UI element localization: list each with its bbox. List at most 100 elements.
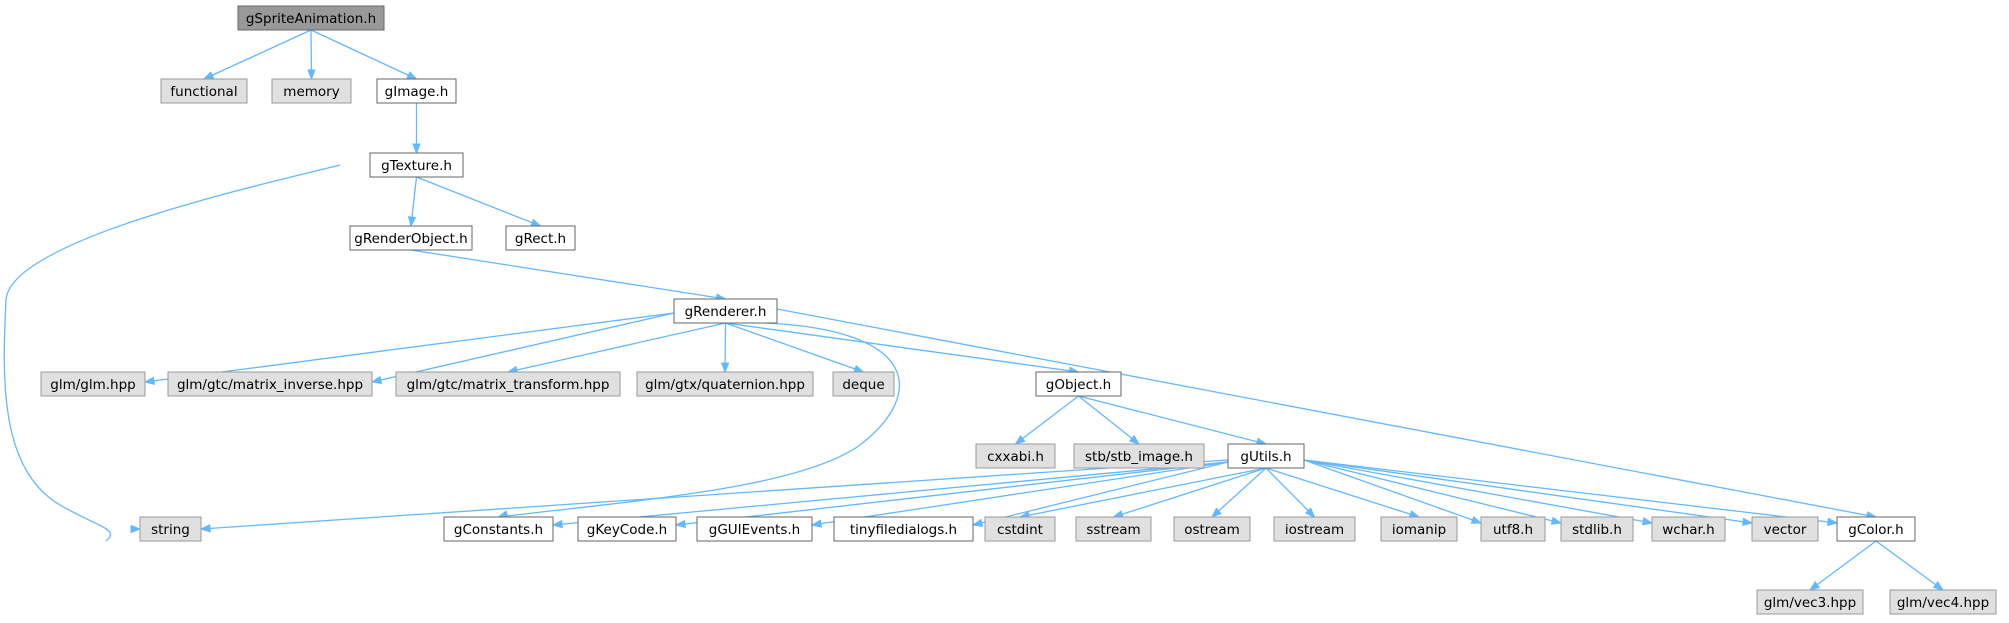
node-label: gRect.h <box>515 231 566 247</box>
edge-gutils-h-to-gconstants-h <box>551 461 1229 529</box>
node-utf8-h: utf8.h <box>1480 516 1546 542</box>
node-label: gRenderer.h <box>685 304 767 320</box>
edge-gutils-h-to-utf8-h <box>1303 459 1483 524</box>
node-gconstants-h[interactable]: gConstants.h <box>443 516 554 542</box>
node-box <box>1075 516 1152 542</box>
node-box <box>1073 443 1205 469</box>
node-box <box>975 443 1056 469</box>
node-glm-glm-hpp: glm/glm.hpp <box>40 371 146 397</box>
node-box <box>167 371 373 397</box>
node-label: iomanip <box>1392 522 1446 538</box>
node-box <box>349 225 473 251</box>
edge-gimage-h-to-gtexture-h <box>412 103 421 155</box>
node-grenderobject-h[interactable]: gRenderObject.h <box>349 225 473 251</box>
node-gobject-h[interactable]: gObject.h <box>1035 371 1122 397</box>
node-label: deque <box>842 377 884 393</box>
edge-gobject-h-to-gutils-h <box>1078 395 1268 446</box>
node-box <box>369 152 464 178</box>
node-iostream: iostream <box>1273 516 1356 542</box>
node-box <box>443 516 554 542</box>
edge-gspriteanimation-h-to-gimage-h <box>310 29 418 80</box>
node-glm-gtc-matrix-inverse-hpp: glm/gtc/matrix_inverse.hpp <box>167 371 373 397</box>
node-gspriteanimation-h[interactable]: gSpriteAnimation.h <box>237 5 385 31</box>
node-box <box>1227 443 1305 469</box>
node-label: gRenderObject.h <box>354 231 467 247</box>
node-label: ostream <box>1184 522 1240 538</box>
edge-grenderobject-h-to-grenderer-h <box>410 249 727 302</box>
node-gcolor-h[interactable]: gColor.h <box>1836 516 1916 542</box>
node-label: gConstants.h <box>454 522 543 538</box>
node-grenderer-h[interactable]: gRenderer.h <box>673 298 778 324</box>
node-gkeycode-h[interactable]: gKeyCode.h <box>577 516 677 542</box>
node-wchar-h: wchar.h <box>1651 516 1726 542</box>
node-glm-gtx-quaternion-hpp: glm/gtx/quaternion.hpp <box>636 371 814 397</box>
edge-grenderer-h-to-glm-glm-hpp <box>143 312 675 385</box>
node-box <box>673 298 778 324</box>
edge-layer <box>3 29 1945 591</box>
node-label: utf8.h <box>1493 522 1533 538</box>
node-functional: functional <box>160 78 248 104</box>
node-box <box>237 5 385 31</box>
node-deque: deque <box>832 371 895 397</box>
edge-grenderer-h-to-gconstants-h <box>497 322 901 519</box>
edge-gtexture-h-to-grect-h <box>416 176 542 227</box>
node-label: glm/gtx/quaternion.hpp <box>645 377 805 393</box>
node-gutils-h[interactable]: gUtils.h <box>1227 443 1305 469</box>
node-gguievents-h[interactable]: gGUIEvents.h <box>696 516 813 542</box>
edge-grenderer-h-to-gobject-h <box>725 322 1080 375</box>
node-label: functional <box>170 84 237 100</box>
node-box <box>139 516 202 542</box>
node-vector: vector <box>1751 516 1819 542</box>
node-box <box>832 371 895 397</box>
node-box <box>1751 516 1819 542</box>
node-grect-h[interactable]: gRect.h <box>505 225 576 251</box>
node-box <box>696 516 813 542</box>
node-gtexture-h[interactable]: gTexture.h <box>369 152 464 178</box>
node-label: gTexture.h <box>381 158 452 174</box>
node-ostream: ostream <box>1173 516 1251 542</box>
node-box <box>1380 516 1458 542</box>
node-cstdint: cstdint <box>984 516 1056 542</box>
node-box <box>1173 516 1251 542</box>
node-label: gImage.h <box>385 84 449 100</box>
edge-gcolor-h-to-glm-vec4-hpp <box>1875 540 1945 591</box>
node-tinyfiledialogs-h[interactable]: tinyfiledialogs.h <box>833 516 974 542</box>
node-box <box>984 516 1056 542</box>
node-label: stdlib.h <box>1572 522 1622 538</box>
edge-gutils-h-to-vector <box>1303 459 1754 526</box>
edge-gutils-h-to-gcolor-h <box>1303 459 1839 527</box>
edge-gutils-h-to-wchar-h <box>1303 459 1654 526</box>
edge-gcolor-h-to-glm-vec3-hpp <box>1808 540 1877 591</box>
node-label: memory <box>283 84 339 100</box>
node-box <box>505 225 576 251</box>
node-label: gColor.h <box>1848 522 1903 538</box>
node-box <box>1560 516 1634 542</box>
node-box <box>1836 516 1916 542</box>
node-label: glm/vec3.hpp <box>1764 595 1856 611</box>
edge-gtexture-h-to-grenderobject-h <box>407 176 418 228</box>
node-label: cxxabi.h <box>987 449 1044 465</box>
node-label: sstream <box>1086 522 1140 538</box>
node-layer: gSpriteAnimation.h functional memory gImage… <box>40 5 1997 615</box>
edge-gutils-h-to-cstdint <box>1018 467 1267 520</box>
node-box <box>833 516 974 542</box>
node-cxxabi-h: cxxabi.h <box>975 443 1056 469</box>
node-label: cstdint <box>997 522 1043 538</box>
node-label: glm/glm.hpp <box>50 377 135 393</box>
edge-grenderer-h-to-glm-gtc-matrix-inverse-hpp <box>370 312 675 385</box>
node-label: gGUIEvents.h <box>709 522 800 538</box>
node-box <box>1756 589 1864 615</box>
node-box <box>1480 516 1546 542</box>
node-string: string <box>139 516 202 542</box>
node-memory: memory <box>271 78 352 104</box>
node-gimage-h[interactable]: gImage.h <box>376 78 457 104</box>
node-label: gUtils.h <box>1240 449 1291 465</box>
node-glm-vec4-hpp: glm/vec4.hpp <box>1889 589 1997 615</box>
edge-gspriteanimation-h-to-memory <box>307 29 316 81</box>
edge-gutils-h-to-gkeycode-h <box>674 461 1229 529</box>
node-box <box>1273 516 1356 542</box>
node-stb-stb-image-h: stb/stb_image.h <box>1073 443 1205 469</box>
node-label: stb/stb_image.h <box>1085 449 1193 465</box>
node-label: iostream <box>1285 522 1344 538</box>
node-label: string <box>151 522 190 538</box>
